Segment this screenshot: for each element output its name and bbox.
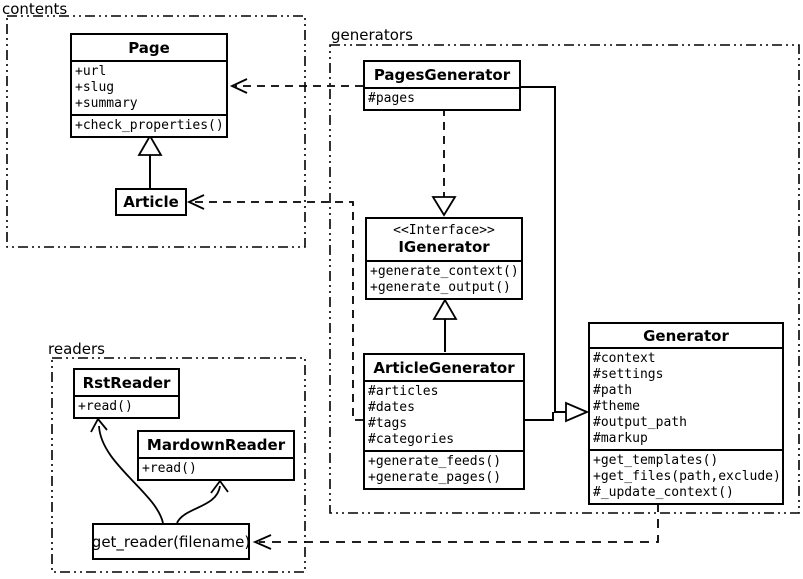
inheritance-arrow-articlegenerator-to-igenerator xyxy=(432,298,458,352)
attribute: #articles xyxy=(368,384,439,399)
function-get-reader-label: get_reader(filename) xyxy=(91,532,251,551)
attribute: #tags xyxy=(368,416,408,431)
class-generator: Generator #context #settings #path #them… xyxy=(588,322,784,505)
attribute: #categories xyxy=(368,432,455,447)
class-rstreader: RstReader +read() xyxy=(73,368,180,419)
method: +get_templates() xyxy=(593,453,719,468)
method: +read() xyxy=(142,461,197,476)
method: +read() xyxy=(78,399,133,414)
package-label-generators: generators xyxy=(331,26,413,44)
dependency-arrow-pagesgenerator-to-page xyxy=(229,78,363,94)
class-mardownreader-methods: +read() xyxy=(139,457,293,479)
class-igenerator-header: <<Interface>> IGenerator xyxy=(367,219,521,260)
attribute: #context xyxy=(593,351,656,366)
class-generator-title: Generator xyxy=(643,327,729,345)
class-pagesgenerator: PagesGenerator #pages xyxy=(363,60,521,111)
method: +check_properties() xyxy=(75,118,224,133)
class-igenerator: <<Interface>> IGenerator +generate_conte… xyxy=(365,217,523,300)
attribute: +url xyxy=(75,64,107,79)
class-articlegenerator-attributes: #articles #dates #tags #categories xyxy=(365,380,523,450)
attribute: #output_path xyxy=(593,415,687,430)
dependency-arrow-articlegenerator-to-article xyxy=(186,194,363,421)
method: +get_files(path,exclude) xyxy=(593,469,781,484)
class-igenerator-methods: +generate_context() +generate_output() xyxy=(367,260,521,298)
attribute: #theme xyxy=(593,399,640,414)
inheritance-arrow-generators-to-generator xyxy=(521,86,590,423)
class-articlegenerator-title: ArticleGenerator xyxy=(373,359,515,377)
class-article: Article xyxy=(115,188,187,216)
class-article-title: Article xyxy=(123,193,179,211)
class-mardownreader: MardownReader +read() xyxy=(137,430,295,481)
attribute: #markup xyxy=(593,431,648,446)
package-border-contents xyxy=(6,15,306,248)
function-get-reader: get_reader(filename) xyxy=(92,523,250,560)
class-page-methods: +check_properties() xyxy=(72,114,226,136)
package-label-contents: contents xyxy=(2,0,68,18)
class-page: Page +url +slug +summary +check_properti… xyxy=(70,33,228,138)
call-arrow-getreader-to-rstreader xyxy=(90,417,164,524)
class-pagesgenerator-title: PagesGenerator xyxy=(373,66,511,84)
method: +generate_output() xyxy=(370,280,511,295)
class-page-title: Page xyxy=(128,39,170,57)
class-igenerator-title: IGenerator xyxy=(398,238,490,256)
call-arrow-getreader-to-mardownreader xyxy=(176,479,229,524)
package-label-readers: readers xyxy=(48,340,105,358)
realization-arrow-pagesgenerator-to-igenerator xyxy=(431,108,457,217)
attribute: +summary xyxy=(75,96,138,111)
class-rstreader-methods: +read() xyxy=(75,395,178,417)
class-articlegenerator: ArticleGenerator #articles #dates #tags … xyxy=(363,353,525,490)
attribute: #settings xyxy=(593,367,664,382)
class-page-attributes: +url +slug +summary xyxy=(72,60,226,114)
attribute: #dates xyxy=(368,400,415,415)
dependency-arrow-generator-to-getreader xyxy=(252,503,659,550)
package-border-readers xyxy=(51,357,306,573)
package-border-generators xyxy=(329,44,800,514)
method: +generate_pages() xyxy=(368,470,502,485)
class-rstreader-title: RstReader xyxy=(82,374,171,392)
class-generator-attributes: #context #settings #path #theme #output_… xyxy=(590,347,782,449)
method: #_update_context() xyxy=(593,485,734,500)
method: +generate_feeds() xyxy=(368,454,502,469)
class-igenerator-stereotype: <<Interface>> xyxy=(393,223,495,238)
class-generator-methods: +get_templates() +get_files(path,exclude… xyxy=(590,449,782,503)
inheritance-arrow-article-to-page xyxy=(137,134,163,188)
class-mardownreader-title: MardownReader xyxy=(146,436,286,454)
attribute: +slug xyxy=(75,80,115,95)
class-articlegenerator-methods: +generate_feeds() +generate_pages() xyxy=(365,450,523,488)
attribute: #path xyxy=(593,383,633,398)
attribute: #pages xyxy=(368,91,415,106)
method: +generate_context() xyxy=(370,264,519,279)
class-pagesgenerator-attributes: #pages xyxy=(365,87,519,109)
